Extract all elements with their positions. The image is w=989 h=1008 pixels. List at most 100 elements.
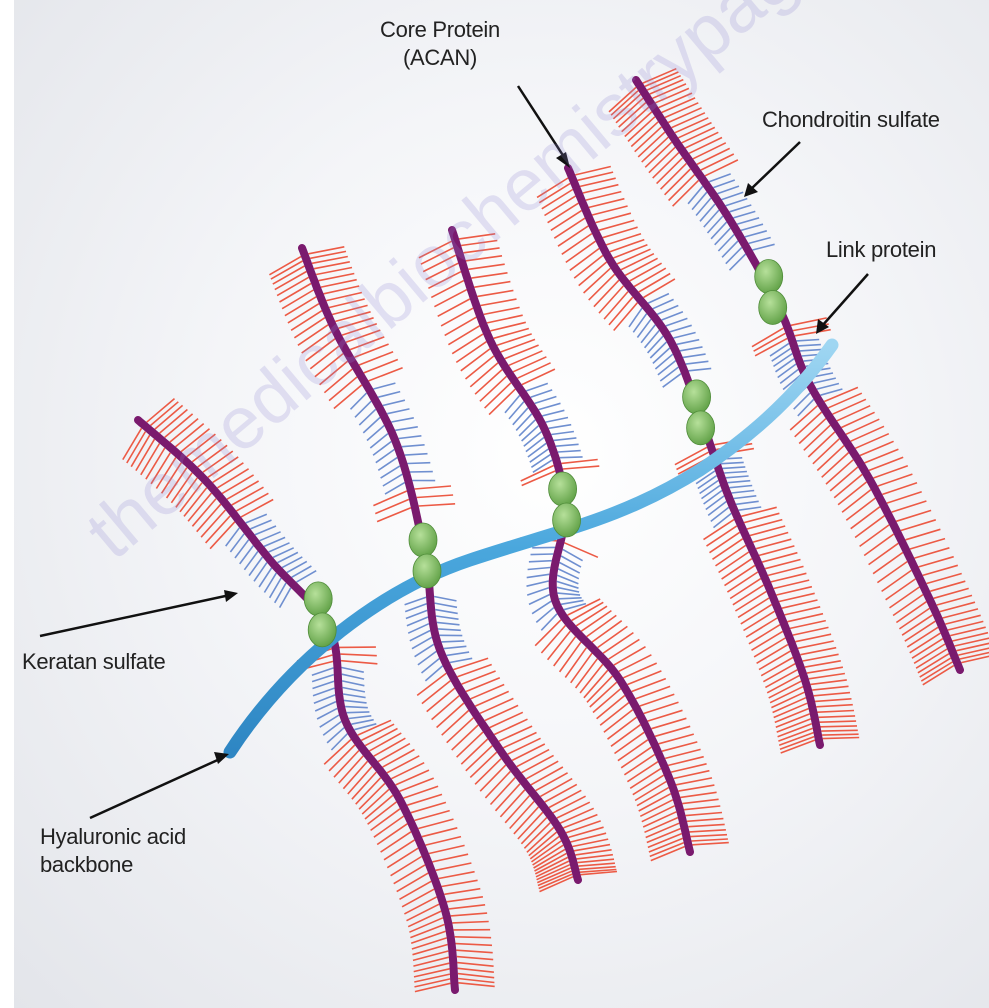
chondroitin-sulfate-chain: [562, 234, 592, 255]
keratan-sulfate-chain: [772, 349, 791, 362]
chondroitin-sulfate-chain: [914, 548, 949, 558]
chondroitin-sulfate-chain: [730, 579, 761, 599]
chondroitin-sulfate-chain: [558, 226, 588, 246]
keratan-sulfate-chain: [531, 455, 550, 468]
chondroitin-sulfate-chain: [451, 913, 487, 916]
keratan-sulfate-chain: [539, 403, 561, 409]
chondroitin-sulfate-chain: [805, 661, 841, 667]
keratan-sulfate-chain: [700, 204, 715, 221]
keratan-sulfate-chain: [343, 694, 366, 698]
chondroitin-sulfate-chain: [599, 220, 634, 230]
chondroitin-sulfate-chain: [457, 963, 493, 967]
keratan-sulfate-chain: [551, 432, 574, 435]
chondroitin-sulfate-chain: [452, 922, 488, 923]
chondroitin-sulfate-chain: [761, 658, 793, 676]
chondroitin-sulfate-chain: [611, 725, 641, 747]
chondroitin-sulfate-chain: [457, 957, 493, 960]
chondroitin-sulfate-chain: [619, 655, 652, 672]
keratan-sulfate-chain: [711, 222, 727, 239]
link-protein: [755, 260, 783, 294]
chondroitin-sulfate-chain: [548, 631, 571, 660]
chondroitin-sulfate-chain: [418, 819, 453, 828]
chondroitin-sulfate-chain: [423, 255, 456, 271]
chondroitin-sulfate-chain: [503, 733, 536, 748]
chondroitin-sulfate-chain: [227, 481, 259, 499]
chondroitin-sulfate-chain: [324, 369, 352, 393]
keratan-sulfate-chain: [733, 211, 755, 218]
keratan-sulfate-chain: [437, 622, 460, 624]
chondroitin-sulfate-chain: [830, 467, 858, 491]
keratan-sulfate-chain: [723, 467, 746, 469]
chondroitin-sulfate-chain: [553, 796, 586, 813]
chondroitin-sulfate-chain: [436, 863, 472, 870]
chondroitin-sulfate-chain: [470, 752, 496, 777]
chondroitin-arrow: [750, 142, 800, 190]
chondroitin-sulfate-chain: [873, 553, 903, 574]
chondroitin-sulfate-chain: [821, 726, 858, 727]
chondroitin-sulfate-chain: [517, 750, 549, 767]
keratan-sulfate-chain: [556, 444, 579, 446]
chondroitin-sulfate-chain: [288, 304, 319, 323]
chondroitin-sulfate-chain: [218, 469, 249, 488]
chondroitin-sulfate-chain: [374, 816, 404, 837]
chondroitin-sulfate-chain: [923, 666, 954, 685]
chondroitin-sulfate-chain: [785, 607, 821, 615]
link-protein-arrow: [822, 274, 868, 326]
keratan-sulfate-chain: [524, 432, 542, 447]
chondroitin-sulfate-chain: [589, 199, 625, 208]
chondroitin-sulfate-chain: [419, 241, 452, 257]
chondroitin-sulfate-chain: [692, 843, 728, 845]
chondroitin-sulfate-chain: [306, 339, 335, 361]
chondroitin-sulfate-chain: [491, 778, 516, 805]
chondroitin-sulfate-chain: [384, 840, 415, 860]
chondroitin-sulfate-chain: [531, 767, 563, 785]
chondroitin-sulfate-chain: [210, 522, 235, 549]
chondroitin-sulfate-chain: [232, 487, 264, 505]
chondroitin-sulfate-chain: [639, 274, 670, 293]
chondroitin-sulfate-chain: [391, 763, 424, 779]
chondroitin-sulfate-chain: [671, 764, 707, 772]
chondroitin-sulfate-chain: [485, 383, 511, 408]
chondroitin-sulfate-chain: [713, 539, 743, 560]
chondroitin-sulfate-chain: [489, 389, 515, 415]
chondroitin-sulfate-chain: [383, 750, 415, 768]
chondroitin-sulfate-chain: [565, 648, 586, 678]
chondroitin-sulfate-chain: [624, 755, 654, 775]
chondroitin-sulfate-chain: [815, 699, 851, 702]
chondroitin-sulfate-chain: [431, 281, 464, 298]
chondroitin-sulfate-chain: [397, 873, 429, 892]
keratan-sulfate-chain: [677, 340, 699, 345]
chondroitin-sulfate-chain: [686, 813, 722, 816]
keratan-sulfate-chain: [730, 205, 752, 212]
chondroitin-sulfate-chain: [621, 254, 654, 270]
chondroitin-sulfate-chain: [611, 91, 638, 116]
chondroitin-sulfate-chain: [901, 520, 936, 531]
hyaluronic-arrow: [90, 758, 222, 818]
keratan-sulfate-chain: [670, 325, 692, 332]
keratan-sulfate-chain: [529, 561, 552, 562]
chondroitin-sulfate-chain: [554, 637, 576, 666]
chondroitin-sulfate-chain: [326, 293, 362, 301]
chondroitin-sulfate-chain: [678, 785, 714, 791]
hyaluronic-label-line1: Hyaluronic acid: [40, 823, 186, 851]
chondroitin-sulfate-chain: [576, 659, 598, 688]
chondroitin-sulfate-chain: [823, 738, 860, 739]
chondroitin-sulfate-chain: [716, 545, 746, 566]
keratan-sulfate-chain: [736, 501, 759, 504]
chondroitin-sulfate-chain: [864, 534, 894, 555]
chondroitin-sulfate-chain: [722, 559, 752, 579]
chondroitin-sulfate-chain: [906, 529, 941, 540]
chondroitin-sulfate-chain: [609, 639, 640, 659]
keratan-sulfate-chain: [559, 598, 582, 599]
keratan-sulfate-chain: [447, 652, 470, 655]
keratan-sulfate-chain: [666, 318, 688, 326]
chondroitin-sulfate-chain: [752, 631, 783, 650]
chondroitin-sulfate-chain: [315, 354, 343, 377]
keratan-sulfate-chain: [444, 646, 467, 648]
chondroitin-sulfate-chain: [432, 854, 468, 862]
keratan-sulfate-chain: [528, 568, 551, 570]
chondroitin-sulfate-chain: [439, 872, 475, 879]
chondroitin-sulfate-chain: [147, 399, 175, 423]
chondroitin-sulfate-chain: [685, 132, 718, 148]
chondroitin-sulfate-chain: [759, 651, 790, 670]
